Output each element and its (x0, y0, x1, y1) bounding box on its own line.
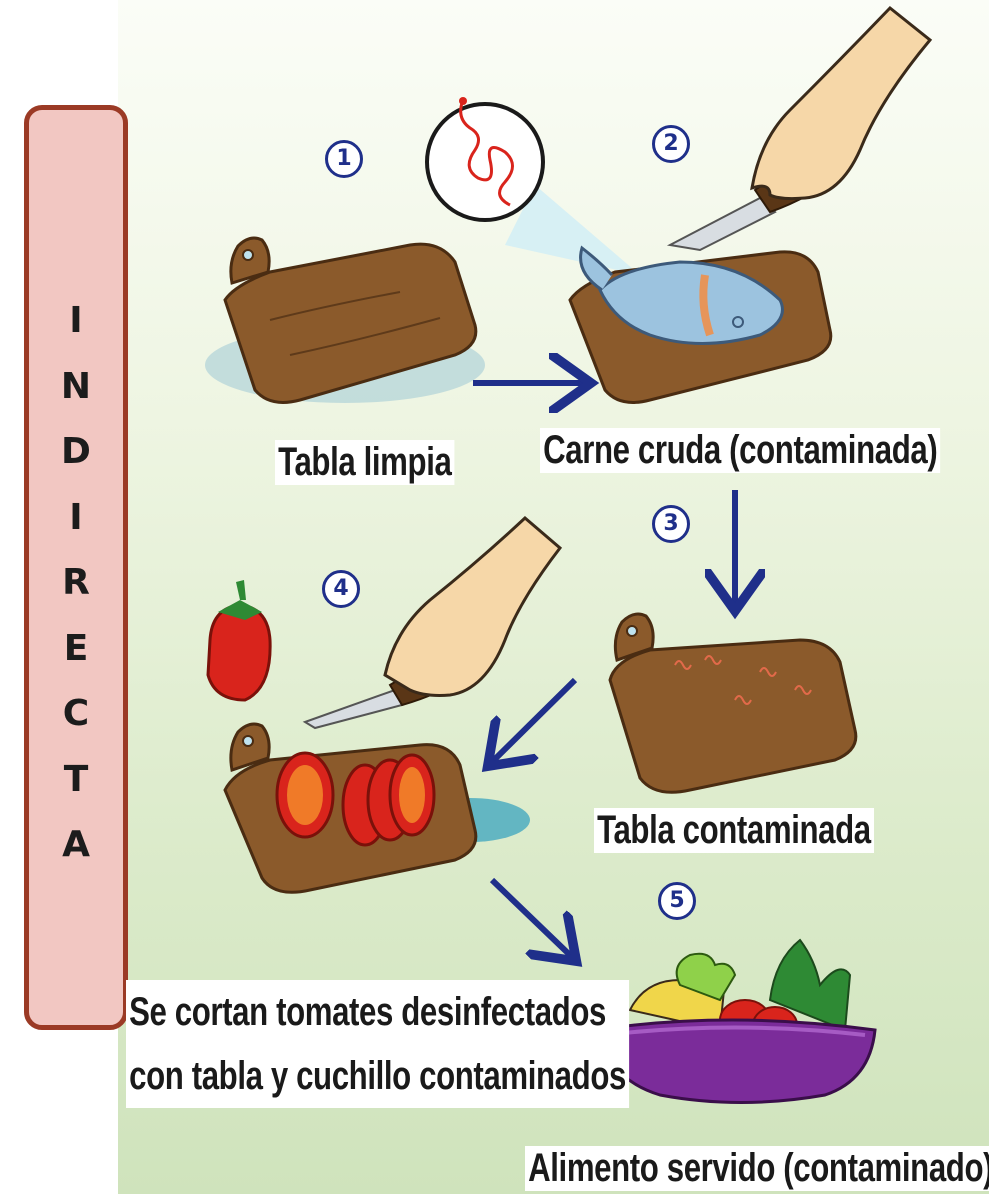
parasite-magnifier (427, 97, 640, 275)
step-number-badge: 1 (325, 140, 363, 178)
arrow-4-to-5 (492, 880, 572, 957)
tomato-board-illustration (225, 518, 560, 892)
step-caption-clean-board: Tabla limpia (275, 440, 455, 485)
salad-bowl-illustration (595, 940, 875, 1103)
arrow-3-to-4 (492, 680, 575, 762)
fish-board-illustration (570, 8, 930, 402)
whole-tomato-illustration (208, 580, 270, 700)
step-caption-raw-meat: Carne cruda (contaminada) (540, 428, 940, 473)
step-caption-served-food: Alimento servido (contaminado) (525, 1146, 989, 1191)
step-number-badge: 5 (658, 882, 696, 920)
clean-board-illustration (205, 238, 485, 403)
step-number-badge: 2 (652, 125, 690, 163)
step-number-badge: 4 (322, 570, 360, 608)
step-caption-cutting-tomatoes: Se cortan tomates desinfectados con tabl… (126, 980, 629, 1108)
contaminated-board-illustration (610, 614, 856, 792)
step-caption-contaminated-board: Tabla contaminada (594, 808, 874, 853)
step-number-badge: 3 (652, 505, 690, 543)
